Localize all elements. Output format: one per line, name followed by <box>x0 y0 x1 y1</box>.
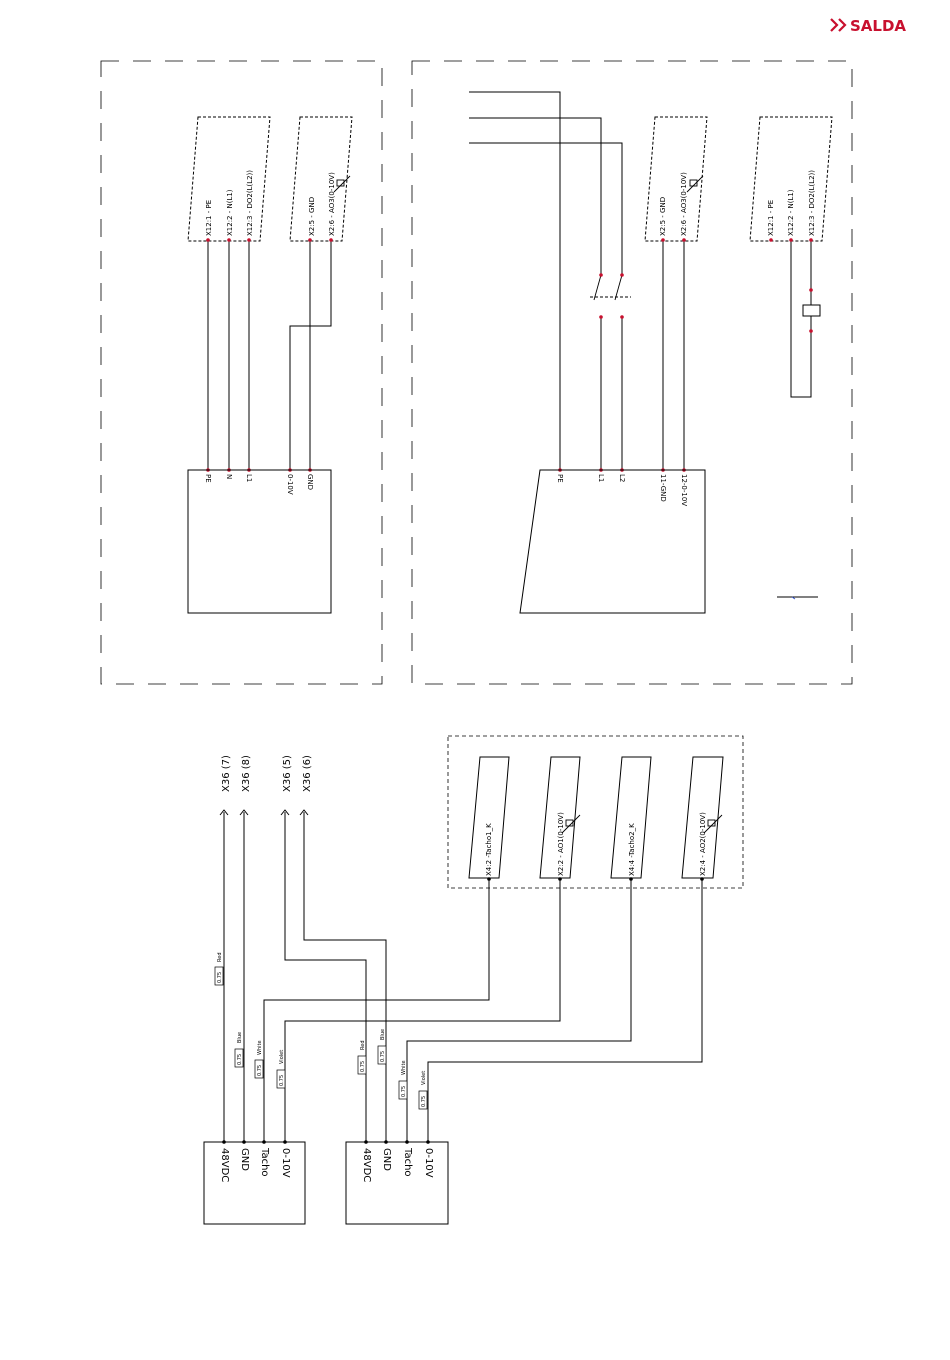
left-analog-terminal-1: X2:5 - GND <box>308 197 316 236</box>
left-analog-terminal-2: X2:6 - AO3(0-10V) <box>328 172 336 236</box>
fan2-motor-box <box>345 1141 449 1225</box>
fan-potentiometer-symbols <box>561 814 723 834</box>
fan-ctrl-terminal-1: X4:2 -Tacho1_K <box>485 823 493 876</box>
left-dev-terminal-n: N <box>225 474 233 479</box>
fan2-terminal-48vdc: 48VDC <box>361 1148 372 1182</box>
small-blue-mark <box>791 596 796 600</box>
left-ctrl-terminal-2: X12:2 - N(L1) <box>226 189 234 236</box>
svg-text:0.75: 0.75 <box>257 1065 263 1076</box>
left-panel: X12:1 - PE X12:2 - N(L1) X12:3 - DO2(L(L… <box>187 116 353 614</box>
fan1-terminal-gnd: GND <box>239 1148 250 1171</box>
fan2-terminal-tacho: Tacho <box>402 1147 413 1177</box>
fan-ctrl-terminal-4: X2:4 - AO2(0-10V) <box>699 812 707 876</box>
fan1-terminal-48vdc: 48VDC <box>219 1148 230 1182</box>
fan2-terminal-0-10v: 0-10V <box>423 1148 434 1178</box>
right-controller-connector <box>749 116 833 242</box>
fan-ctrl-connector-1 <box>468 756 510 879</box>
svg-text:0.75: 0.75 <box>380 1051 386 1062</box>
fan-ctrl-connector-4 <box>681 756 724 879</box>
x36-arrows <box>219 809 309 816</box>
fan2-wire-tacho <box>406 880 632 1142</box>
svg-text:0.75: 0.75 <box>401 1086 407 1097</box>
x36-label-1: X36 (7) <box>221 755 232 792</box>
fan1-terminal-0-10v: 0-10V <box>280 1148 291 1178</box>
fan2-wire-48vdc <box>284 812 367 1142</box>
fan-ctrl-connector-3 <box>610 756 652 879</box>
right-dev-terminal-11-gnd: 11-GND <box>659 474 667 502</box>
svg-text:0.75: 0.75 <box>360 1061 366 1072</box>
svg-text:Violet: Violet <box>279 1050 285 1064</box>
salda-logo-icon <box>830 18 847 32</box>
svg-text:White: White <box>257 1040 263 1055</box>
left-dev-terminal-0-10v: 0-10V <box>286 474 294 495</box>
svg-text:Blue: Blue <box>237 1032 243 1043</box>
right-connection-dots <box>558 238 813 472</box>
left-controller-connector <box>187 116 271 242</box>
fan-section: X4:2 -Tacho1_K X2:2 - AO1(0-10V) X4:4 -T… <box>203 735 744 1225</box>
potentiometer-symbol <box>333 175 351 193</box>
left-dev-terminal-gnd: GND <box>306 474 314 490</box>
right-ctrl-terminal-3: X12:3 - DO2(L(L2)) <box>808 170 816 236</box>
fan-ctrl-connector-2 <box>539 756 581 879</box>
svg-text:Red: Red <box>360 1041 366 1051</box>
right-dev-terminal-pe: PE <box>556 474 564 483</box>
fan2-wire-tags: 0.75 Red 0.75 Blue 0.75 White 0.75 Viole… <box>357 1029 428 1110</box>
left-ctrl-terminal-3: X12:3 - DO2(L(L2)) <box>246 170 254 236</box>
fan1-motor-box <box>203 1141 306 1225</box>
right-analog-terminal-2: X2:6 - AO3(0-10V) <box>680 172 688 236</box>
svg-text:White: White <box>401 1060 407 1075</box>
wire-pe-in <box>469 91 561 470</box>
right-ctrl-terminal-1: X12:1 - PE <box>767 200 775 236</box>
fan-connection-dots <box>222 877 704 1144</box>
wire-0-10v <box>289 241 332 470</box>
left-dev-terminal-pe: PE <box>204 474 212 483</box>
right-analog-terminal-1: X2:5 - GND <box>659 197 667 236</box>
potentiometer-symbol-right <box>686 175 704 193</box>
left-dev-terminal-l1: L1 <box>245 474 253 482</box>
fan1-terminal-tacho: Tacho <box>259 1147 270 1177</box>
left-device-box <box>187 469 332 614</box>
switch-symbol <box>590 274 631 301</box>
fan2-wire-gnd <box>303 812 387 1142</box>
right-ctrl-terminal-2: X12:2 - N(L1) <box>787 189 795 236</box>
svg-text:0.75: 0.75 <box>217 972 223 983</box>
fan1-wire-tags: 0.75 Red 0.75 Blue 0.75 White 0.75 Viole… <box>214 953 286 1089</box>
relay-loop <box>790 241 812 398</box>
wire-l2-in <box>469 142 623 275</box>
svg-text:Violet: Violet <box>421 1071 427 1085</box>
salda-logo: SALDA <box>830 17 906 35</box>
svg-text:0.75: 0.75 <box>237 1054 243 1065</box>
x36-label-2: X36 (8) <box>241 755 252 792</box>
right-dev-terminal-l2: L2 <box>618 474 626 482</box>
svg-text:Red: Red <box>217 953 223 963</box>
right-panel: X2:5 - GND X2:6 - AO3(0-10V) X12:1 - PE … <box>469 91 833 614</box>
right-dev-terminal-12-0-10v: 12-0-10V <box>680 474 688 506</box>
fan2-terminal-gnd: GND <box>381 1148 392 1171</box>
svg-text:Blue: Blue <box>380 1029 386 1040</box>
fan-controller-border <box>447 735 744 889</box>
left-analog-connector <box>289 116 353 242</box>
relay-coil <box>802 304 821 317</box>
fan1-wire-tacho <box>263 880 490 1142</box>
wire-l1-in <box>469 117 602 275</box>
x36-label-4: X36 (6) <box>302 755 313 792</box>
left-connection-dots <box>206 238 333 472</box>
svg-text:0.75: 0.75 <box>279 1075 285 1086</box>
right-panel-border <box>411 60 853 685</box>
brand-name: SALDA <box>850 17 906 35</box>
fan-ctrl-terminal-3: X4:4 -Tacho2_K <box>628 823 636 876</box>
left-panel-border <box>100 60 383 685</box>
x36-label-3: X36 (5) <box>282 755 293 792</box>
right-dev-terminal-l1: L1 <box>597 474 605 482</box>
fan2-wire-0-10v <box>427 880 703 1142</box>
fan-ctrl-terminal-2: X2:2 - AO1(0-10V) <box>557 812 565 876</box>
right-device-box <box>519 469 706 614</box>
right-analog-connector <box>644 116 708 242</box>
left-ctrl-terminal-1: X12:1 - PE <box>205 200 213 236</box>
svg-text:0.75: 0.75 <box>421 1096 427 1107</box>
